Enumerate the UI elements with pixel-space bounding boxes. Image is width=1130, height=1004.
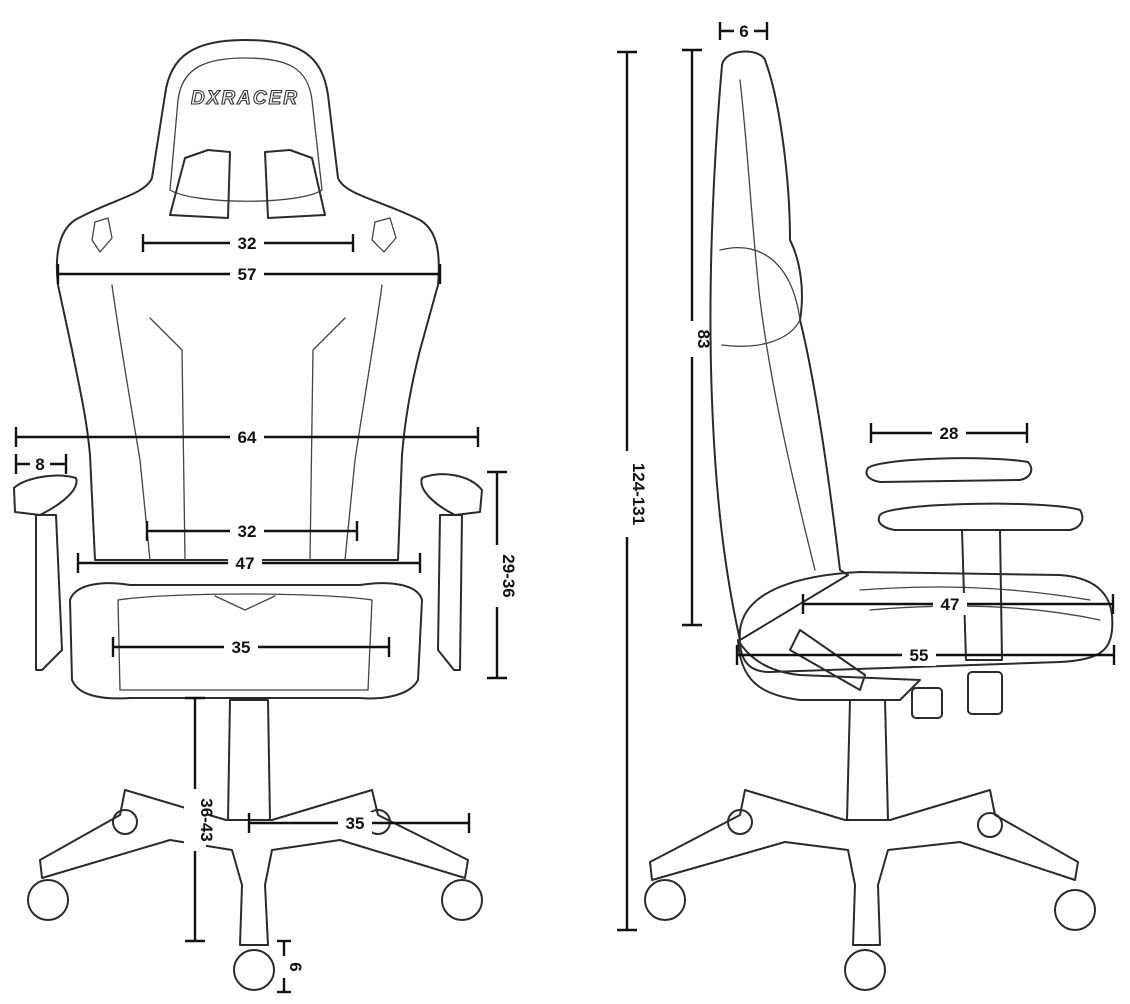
- front-left-emblem: [91, 217, 113, 253]
- dim-caster-height: 6: [276, 939, 305, 994]
- front-backrest-outline: [55, 39, 440, 561]
- svg-text:29-36: 29-36: [499, 554, 518, 597]
- dim-backrest-height: 83: [681, 48, 713, 627]
- side-caster-back-right: [977, 812, 1003, 838]
- side-tilt-knob: [911, 687, 943, 719]
- front-seat-cushion: [69, 582, 423, 700]
- svg-text:6: 6: [286, 962, 305, 971]
- side-arm-post: [961, 529, 1003, 661]
- dim-base-radius: 35: [247, 812, 471, 834]
- front-right-emblem: [371, 217, 397, 253]
- svg-text:35: 35: [346, 814, 365, 833]
- front-right-armpad: [420, 473, 483, 516]
- side-gas-cylinder: [846, 699, 889, 821]
- side-caster-left: [644, 879, 686, 921]
- dim-headrest-inner-width: 32: [141, 232, 355, 254]
- svg-text:28: 28: [940, 424, 959, 443]
- dim-total-depth: 55: [735, 644, 1116, 666]
- side-backrest-outline: [709, 50, 849, 641]
- dim-seat-height: 36-43: [184, 696, 216, 943]
- dim-armpad-length: 28: [869, 422, 1029, 444]
- front-view-chair: DXRACER: [13, 39, 483, 991]
- side-caster-right: [1054, 889, 1096, 931]
- side-backrest-inner: [739, 79, 816, 571]
- dim-lumbar-width: 32: [145, 520, 359, 542]
- svg-text:35: 35: [232, 638, 251, 657]
- side-armpad-upper: [865, 457, 1033, 483]
- front-right-panel: [309, 317, 346, 561]
- side-dimensions: 6 83 124-131 28: [616, 21, 1116, 932]
- front-caster-right: [441, 879, 483, 921]
- front-left-bolster: [111, 284, 151, 561]
- front-right-arm-post: [437, 514, 463, 671]
- front-right-belt-slot: [264, 149, 326, 219]
- dim-armrest-outer-width: 64: [14, 426, 480, 448]
- svg-text:64: 64: [238, 428, 257, 447]
- front-right-bolster: [344, 284, 383, 561]
- front-caster-back-left: [112, 809, 138, 835]
- front-left-panel: [149, 317, 186, 561]
- dim-armpad-width: 8: [14, 453, 68, 475]
- front-left-armpad: [13, 474, 78, 516]
- svg-text:36-43: 36-43: [197, 798, 216, 841]
- side-view-chair: [644, 50, 1114, 991]
- side-backrest-bolster: [719, 247, 801, 347]
- side-seat-cushion: [738, 571, 1114, 673]
- front-base: [39, 789, 469, 946]
- dim-backrest-thickness: 6: [718, 21, 769, 43]
- front-left-belt-slot: [169, 149, 231, 219]
- svg-text:6: 6: [739, 22, 748, 41]
- svg-text:124-131: 124-131: [629, 463, 648, 525]
- side-seat-lines: [859, 586, 1101, 621]
- front-left-arm-post: [35, 514, 63, 671]
- front-seat-notch: [214, 595, 276, 611]
- front-caster-left: [27, 879, 69, 921]
- side-caster-back-left: [727, 809, 753, 835]
- svg-text:8: 8: [35, 455, 44, 474]
- svg-text:47: 47: [941, 595, 960, 614]
- dim-backrest-top-width: 57: [56, 263, 442, 285]
- svg-text:47: 47: [236, 554, 255, 573]
- dim-seat-back-width: 47: [76, 552, 422, 574]
- dim-total-height: 124-131: [616, 50, 648, 932]
- front-headrest-panel: [169, 57, 323, 202]
- svg-text:55: 55: [910, 646, 929, 665]
- side-base: [649, 789, 1079, 946]
- svg-text:32: 32: [238, 234, 257, 253]
- front-dimensions: 32 57 64 8: [14, 232, 518, 994]
- side-recline-lever: [789, 629, 866, 691]
- front-caster-center: [233, 949, 275, 991]
- dim-seat-depth: 47: [801, 593, 1115, 615]
- dim-seat-width: 35: [111, 636, 391, 658]
- side-tension-knob: [967, 671, 1003, 715]
- dim-armrest-height: 29-36: [486, 470, 518, 680]
- svg-text:57: 57: [238, 265, 257, 284]
- svg-text:83: 83: [694, 330, 713, 349]
- front-gas-cylinder: [227, 699, 271, 821]
- svg-text:32: 32: [238, 522, 257, 541]
- side-armpad-lower: [877, 502, 1084, 531]
- front-seat-center: [117, 593, 373, 691]
- brand-logo: DXRACER: [191, 88, 299, 109]
- side-caster-center: [844, 949, 886, 991]
